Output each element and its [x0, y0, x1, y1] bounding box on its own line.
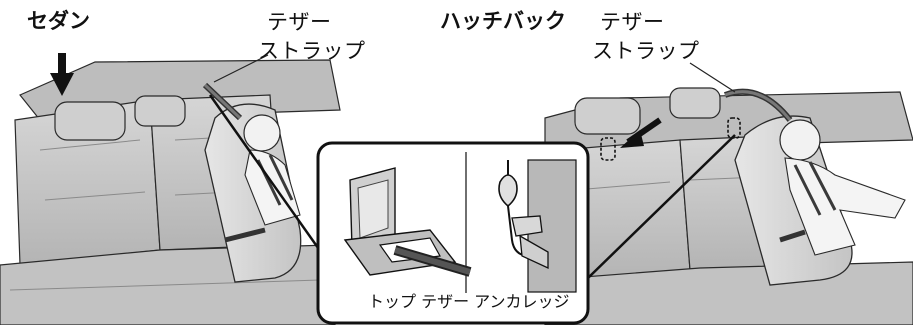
anchorage-detail-inset — [316, 141, 590, 325]
hatchback-tether-label-line1: テザー — [600, 10, 665, 34]
anchorage-caption: トップ テザー アンカレッジ — [364, 293, 574, 311]
arrow-diagonal-icon — [620, 117, 662, 148]
sedan-label: セダン — [27, 9, 90, 33]
hatchback-tether-label-line2: ストラップ — [592, 39, 700, 63]
hatchback-label: ハッチバック — [440, 9, 566, 33]
hatchback-scene — [544, 87, 913, 325]
sedan-tether-label-line2: ストラップ — [258, 39, 366, 63]
sedan-scene — [0, 59, 341, 325]
sedan-tether-label-line1: テザー — [267, 10, 332, 34]
tether-anchor-symbol-icon — [600, 117, 741, 161]
inset-connectors — [208, 94, 736, 279]
arrow-down-icon — [50, 53, 74, 96]
